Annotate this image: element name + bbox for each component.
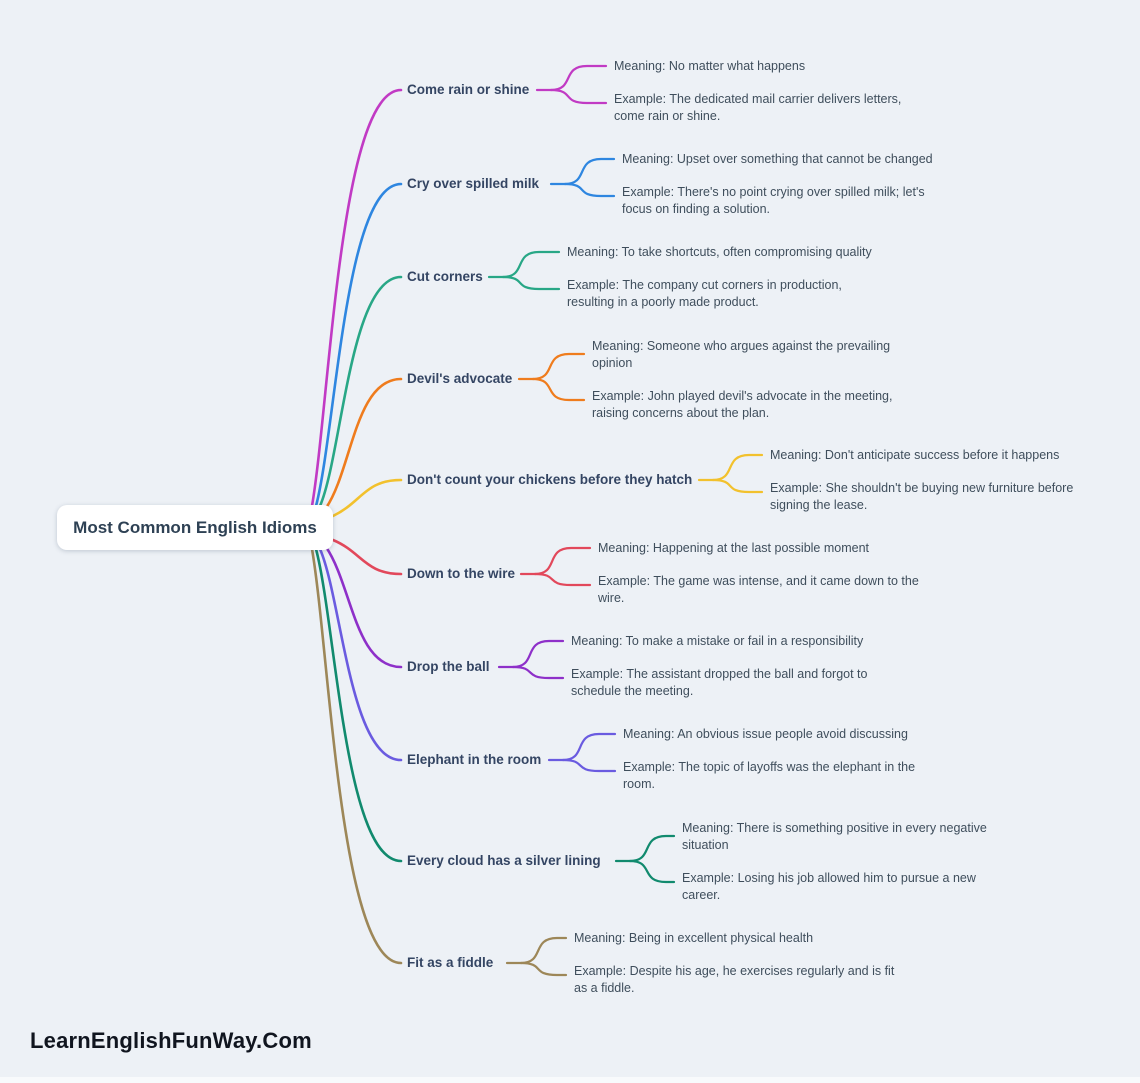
idiom-detail-devils-advocate: Meaning: Someone who argues against the … [592, 338, 972, 422]
fork-example [549, 88, 608, 105]
idiom-label-drop-the-ball: Drop the ball [407, 659, 490, 674]
idiom-example: Example: The company cut corners in prod… [567, 278, 842, 309]
fork-example [561, 758, 617, 773]
branch-cry-over-spilled-milk [314, 157, 616, 508]
idiom-example: Example: There's no point crying over sp… [622, 185, 925, 216]
idiom-meaning: Meaning: Upset over something that canno… [622, 152, 933, 166]
idiom-meaning: Meaning: Being in excellent physical hea… [574, 931, 814, 945]
branch-curve [310, 547, 403, 965]
idiom-label-dont-count-your-chickens: Don't count your chickens before they ha… [407, 472, 693, 487]
branch-drop-the-ball [324, 545, 565, 680]
idiom-detail-down-to-the-wire: Meaning: Happening at the last possible … [598, 540, 978, 607]
site-watermark: LearnEnglishFunWay.Com [30, 1028, 312, 1053]
idiom-example: Example: She shouldn't be buying new fur… [770, 481, 1074, 512]
fork-example [628, 859, 676, 884]
branch-devils-advocate [324, 352, 586, 510]
fork-example [519, 961, 568, 977]
idiom-label-down-to-the-wire: Down to the wire [407, 566, 515, 581]
fork-meaning [563, 157, 616, 186]
branch-cut-corners [318, 250, 561, 508]
idiom-detail-dont-count-your-chickens: Meaning: Don't anticipate success before… [770, 447, 1140, 514]
fork-example [501, 275, 561, 291]
idiom-example: Example: The dedicated mail carrier deli… [614, 92, 902, 123]
branch-curve [314, 547, 403, 863]
branch-elephant-in-the-room [318, 547, 617, 773]
branch-curve [318, 275, 403, 508]
idiom-detail-elephant-in-the-room: Meaning: An obvious issue people avoid d… [623, 726, 1003, 793]
branch-curve [310, 88, 403, 508]
fork-example [533, 572, 592, 587]
idiom-detail-every-cloud-silver-lining: Meaning: There is something positive in … [682, 820, 1062, 904]
idiom-label-elephant-in-the-room: Elephant in the room [407, 752, 542, 767]
fork-meaning [501, 250, 561, 279]
branch-every-cloud-silver-lining [314, 547, 676, 884]
idiom-meaning: Meaning: To make a mistake or fail in a … [571, 634, 864, 648]
idiom-label-every-cloud-silver-lining: Every cloud has a silver lining [407, 853, 601, 868]
idiom-label-devils-advocate: Devil's advocate [407, 371, 513, 386]
idiom-detail-come-rain-or-shine: Meaning: No matter what happens Example:… [614, 58, 994, 125]
root-node: Most Common English Idioms [57, 505, 333, 550]
fork-example [531, 377, 586, 402]
idiom-detail-cry-over-spilled-milk: Meaning: Upset over something that canno… [622, 151, 1002, 218]
idiom-meaning: Meaning: There is something positive in … [682, 821, 987, 852]
fork-meaning [519, 936, 568, 965]
idiom-label-fit-as-a-fiddle: Fit as a fiddle [407, 955, 494, 970]
fork-example [563, 182, 616, 198]
idiom-meaning: Meaning: Someone who argues against the … [592, 339, 891, 370]
idiom-detail-fit-as-a-fiddle: Meaning: Being in excellent physical hea… [574, 930, 954, 997]
branch-come-rain-or-shine [310, 64, 608, 508]
fork-meaning [628, 834, 676, 863]
idiom-example: Example: The assistant dropped the ball … [571, 667, 868, 698]
branch-fit-as-a-fiddle [310, 547, 568, 977]
idiom-example: Example: Losing his job allowed him to p… [682, 871, 976, 902]
idiom-meaning: Meaning: No matter what happens [614, 59, 806, 73]
idiom-label-cut-corners: Cut corners [407, 269, 483, 284]
idiom-meaning: Meaning: Don't anticipate success before… [770, 448, 1060, 462]
fork-example [711, 478, 764, 494]
idiom-detail-drop-the-ball: Meaning: To make a mistake or fail in a … [571, 633, 951, 700]
fork-meaning [561, 732, 617, 762]
branch-curve [331, 538, 403, 576]
idiom-label-come-rain-or-shine: Come rain or shine [407, 82, 530, 97]
idiom-example: Example: The game was intense, and it ca… [598, 574, 919, 605]
idiom-meaning: Meaning: Happening at the last possible … [598, 541, 869, 555]
fork-meaning [511, 639, 565, 669]
branch-down-to-the-wire [331, 538, 592, 587]
fork-meaning [531, 352, 586, 381]
fork-meaning [711, 453, 764, 482]
fork-meaning [533, 546, 592, 576]
idiom-example: Example: John played devil's advocate in… [592, 389, 893, 420]
root-node-label: Most Common English Idioms [73, 517, 317, 537]
idiom-meaning: Meaning: An obvious issue people avoid d… [623, 727, 908, 741]
branch-curve [324, 377, 403, 510]
branch-curve [331, 478, 403, 518]
fork-meaning [549, 64, 608, 92]
idiom-detail-cut-corners: Meaning: To take shortcuts, often compro… [567, 244, 947, 311]
branch-curve [324, 545, 403, 669]
idiom-meaning: Meaning: To take shortcuts, often compro… [567, 245, 872, 259]
idiom-example: Example: Despite his age, he exercises r… [574, 964, 895, 995]
branch-curve [318, 547, 403, 762]
branch-dont-count-your-chickens [331, 453, 764, 518]
fork-example [511, 665, 565, 680]
idiom-example: Example: The topic of layoffs was the el… [623, 760, 916, 791]
idiom-label-cry-over-spilled-milk: Cry over spilled milk [407, 176, 540, 191]
branch-curve [314, 182, 403, 508]
bottom-strip [0, 1077, 1140, 1083]
